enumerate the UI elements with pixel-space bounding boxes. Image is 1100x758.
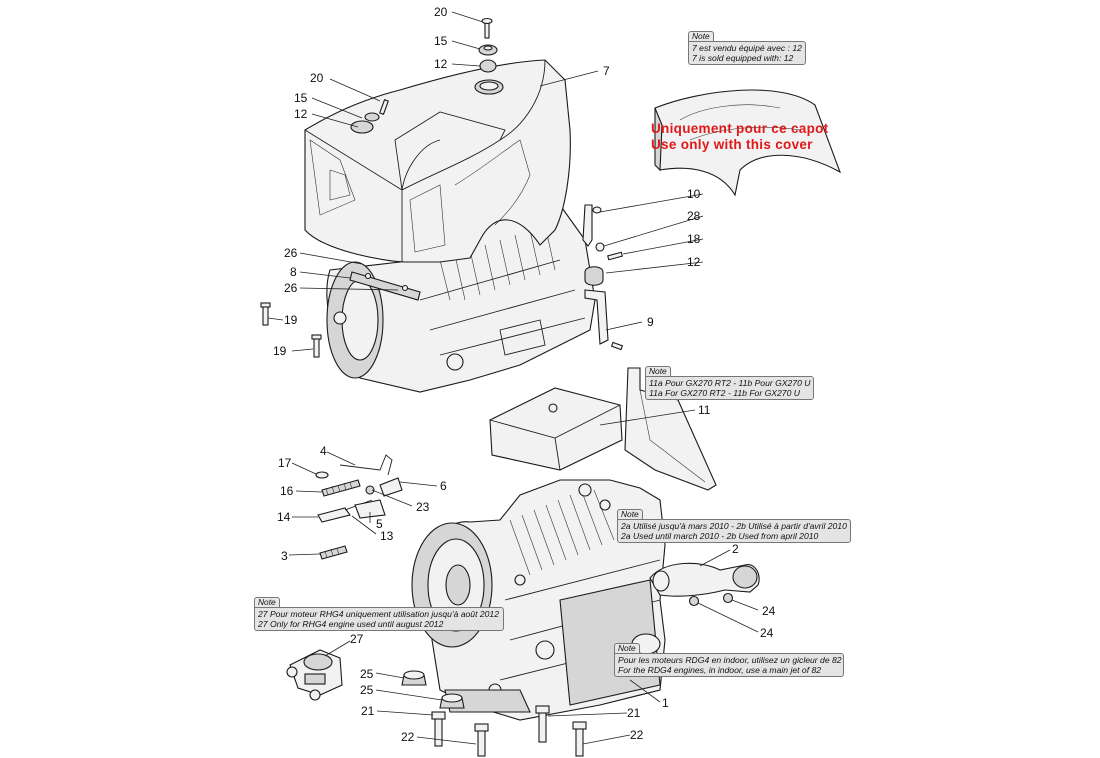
label-24-b: 24 [760, 626, 774, 640]
label-4: 4 [320, 444, 327, 458]
brackets-right [582, 204, 624, 351]
note-line: 7 est vendu équipé avec : 12 [692, 43, 802, 53]
note-shroud: Note 11a Pour GX270 RT2 - 11b Pour GX270… [645, 366, 815, 400]
label-15-left: 15 [294, 91, 308, 105]
label-16: 16 [280, 484, 294, 498]
label-18: 18 [687, 232, 701, 246]
label-25-b: 25 [360, 683, 374, 697]
bracket-8 [349, 271, 421, 301]
note-rdg4: Note Pour les moteurs RDG4 en indoor, ut… [614, 643, 844, 677]
label-6: 6 [440, 479, 447, 493]
governor-parts [315, 454, 403, 560]
label-15-top: 15 [434, 34, 448, 48]
note-line: 27 Only for RHG4 engine used until augus… [258, 619, 444, 629]
note-tag: Note [254, 597, 280, 607]
label-12-right: 12 [687, 255, 701, 269]
cover-warning-fr: Uniquement pour ce capot [651, 121, 829, 136]
note-tag: Note [614, 643, 640, 653]
air-filter-box [489, 387, 623, 471]
note-line: For the RDG4 engines, in indoor, use a m… [618, 665, 822, 675]
note-line: 11a For GX270 RT2 - 11b For GX270 U [649, 388, 800, 398]
fuel-tank-cover [304, 59, 571, 263]
label-26-a: 26 [284, 246, 298, 260]
leader-lines [267, 11, 759, 745]
note-line: 11a Pour GX270 RT2 - 11b Pour GX270 U [649, 378, 811, 388]
label-27: 27 [350, 632, 364, 646]
note-line: 2a Used until march 2010 - 2b Used from … [621, 531, 819, 541]
label-3: 3 [281, 549, 288, 563]
label-22-b: 22 [630, 728, 644, 742]
note-line: 7 is sold equipped with: 12 [692, 53, 794, 63]
note-tag: Note [688, 31, 714, 41]
label-20-left: 20 [310, 71, 324, 85]
label-26-b: 26 [284, 281, 298, 295]
note-line: Pour les moteurs RDG4 en indoor, utilise… [618, 655, 842, 665]
label-8: 8 [290, 265, 297, 279]
label-14: 14 [277, 510, 291, 524]
upper-engine-block [326, 204, 596, 393]
label-5: 5 [376, 517, 383, 531]
label-28: 28 [687, 209, 701, 223]
note-line: 2a Utilisé jusqu'à mars 2010 - 2b Utilis… [621, 521, 847, 531]
nuts-25 [401, 670, 465, 709]
part-number-labels: 20 15 12 7 20 15 12 10 28 18 12 9 26 8 2… [273, 5, 776, 744]
part-27-bracket [286, 649, 343, 701]
note-tag: Note [645, 366, 671, 376]
cover-warning-en: Use only with this cover [651, 137, 813, 152]
label-11: 11 [698, 403, 711, 417]
note-line: 27 Pour moteur RHG4 uniquement utilisati… [258, 609, 499, 619]
label-12-top: 12 [434, 57, 448, 71]
label-7: 7 [603, 64, 610, 78]
label-19-a: 19 [284, 313, 298, 327]
label-19-b: 19 [273, 344, 287, 358]
note-rhg4: Note 27 Pour moteur RHG4 uniquement util… [254, 597, 504, 631]
label-9: 9 [647, 315, 654, 329]
bolts-21-22 [431, 705, 587, 757]
label-25-a: 25 [360, 667, 374, 681]
label-24-a: 24 [762, 604, 776, 618]
label-17: 17 [278, 456, 292, 470]
label-2: 2 [732, 542, 739, 556]
label-21-b: 21 [627, 706, 641, 720]
label-23: 23 [416, 500, 430, 514]
muffler-2 [649, 562, 760, 597]
cover-warning: Uniquement pour ce capot Use only with t… [651, 121, 828, 153]
label-22-a: 22 [401, 730, 415, 744]
label-21-a: 21 [361, 704, 375, 718]
label-12-left: 12 [294, 107, 308, 121]
label-20-top: 20 [434, 5, 448, 19]
note-tag: Note [617, 509, 643, 519]
bolts-19 [260, 302, 322, 358]
label-13: 13 [380, 529, 394, 543]
cover-inset-drawing [654, 89, 842, 197]
note-cover: Note 7 est vendu équipé avec : 12 7 is s… [688, 31, 806, 65]
label-1: 1 [662, 696, 669, 710]
label-10: 10 [687, 187, 701, 201]
grommet-and-screw-top [364, 17, 498, 122]
note-exhaust: Note 2a Utilisé jusqu'à mars 2010 - 2b U… [617, 509, 851, 543]
nuts-24 [688, 592, 734, 607]
